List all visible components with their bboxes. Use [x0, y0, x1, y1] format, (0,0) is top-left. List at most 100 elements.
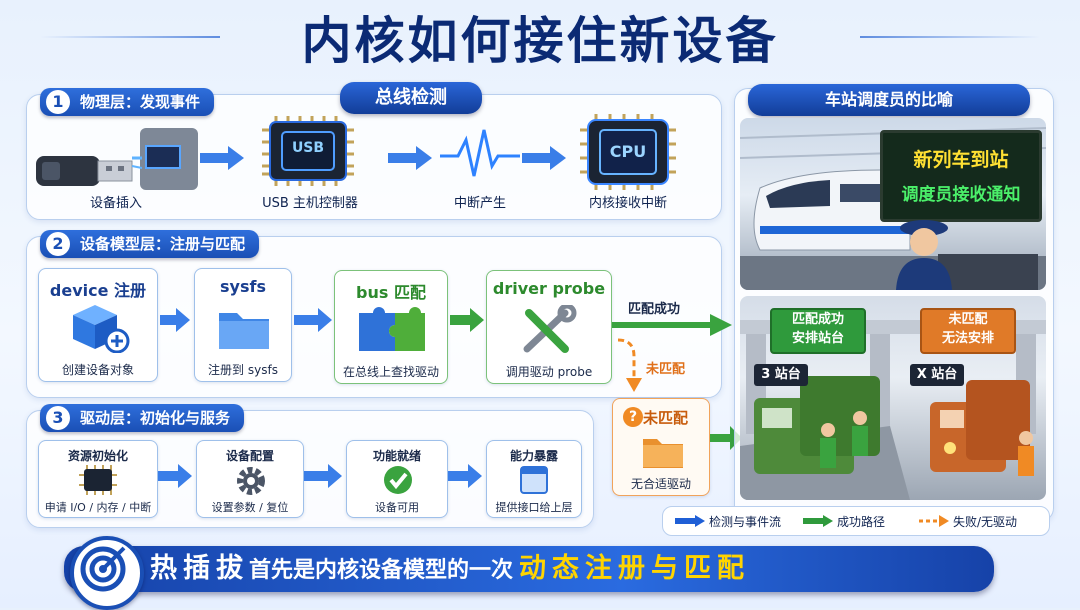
station-scene: 新列车到站 调度员接收通知	[740, 118, 1046, 290]
capability-expose-caption: 提供接口给上层	[495, 501, 573, 514]
section1-label: 1 物理层：发现事件	[40, 88, 215, 116]
arrow-right-icon	[158, 464, 192, 488]
section2-label-text: 设备模型层：注册与匹配	[80, 235, 246, 253]
device-config-card: 设备配置 设置参数 / 复位	[196, 440, 304, 518]
fail-sign-line2: 无法安排	[941, 331, 994, 346]
platform-x-sign: X 站台	[910, 364, 964, 386]
match-success-label: 匹配成功	[628, 302, 681, 317]
window-icon	[520, 466, 548, 494]
section2-number: 2	[46, 232, 70, 256]
section2-label: 2 设备模型层：注册与匹配	[40, 230, 260, 258]
legend-label-success: 成功路径	[837, 515, 886, 529]
device-insert-caption: 设备插入	[89, 196, 142, 211]
usb-chip-text: USB	[291, 140, 325, 156]
capability-expose-title: 能力暴露	[509, 449, 558, 463]
folder-icon	[219, 313, 269, 349]
bus-match-card: bus 匹配 在总线上查找驱动	[334, 270, 448, 384]
usb-chip-icon: USB	[258, 112, 358, 190]
dispatcher-icon	[896, 220, 1038, 290]
usb-controller-caption: USB 主机控制器	[262, 196, 358, 211]
question-folder-icon	[643, 439, 683, 468]
question-icon: ?	[623, 407, 643, 427]
fail-dashed-arrow-icon	[617, 338, 642, 392]
pulse-wave-icon	[440, 129, 520, 177]
gear-icon	[237, 467, 265, 495]
device-config-title: 设备配置	[225, 449, 274, 463]
board-line2: 调度员接收通知	[901, 185, 1021, 205]
device-register-caption: 创建设备对象	[61, 363, 134, 377]
ok-sign: 匹配成功 安排站台	[770, 308, 866, 354]
target-icon	[70, 536, 144, 610]
function-ready-caption: 设备可用	[375, 501, 419, 514]
summary-highlight: 动态注册与匹配	[519, 553, 751, 584]
cpu-chip-icon: CPU	[576, 112, 680, 192]
fail-sign-line1: 未匹配	[948, 312, 988, 327]
match-fail-label: 未匹配	[646, 362, 686, 377]
puzzle-icon	[359, 307, 425, 351]
title-deco-left	[40, 36, 220, 38]
page-title: 内核如何接住新设备	[301, 12, 779, 70]
chip-icon	[79, 465, 117, 495]
driver-probe-title: driver probe	[492, 279, 606, 298]
fail-sign: 未匹配 无法安排	[920, 308, 1016, 354]
ok-sign-line2: 安排站台	[791, 331, 844, 346]
legend-label-detect: 检测与事件流	[709, 515, 782, 529]
summary-lead: 热插拔	[150, 553, 249, 584]
device-register-card: device 注册 创建设备对象	[38, 268, 158, 382]
section1-label-text: 物理层：发现事件	[80, 93, 201, 111]
arrow-right-green-icon	[450, 308, 484, 332]
unmatched-caption: 无合适驱动	[630, 477, 691, 491]
legend-blue-arrow-icon	[675, 515, 705, 527]
driver-probe-caption: 调用驱动 probe	[505, 365, 593, 379]
resource-init-card: 资源初始化 申请 I/O / 内存 / 中断	[38, 440, 158, 518]
arrow-right-icon	[388, 146, 432, 170]
announcement-board: 新列车到站 调度员接收通知	[880, 130, 1042, 222]
bus-match-title: bus 匹配	[356, 283, 426, 302]
cpu-chip-text: CPU	[609, 142, 647, 161]
usb-stick-icon	[36, 128, 200, 190]
cube-add-icon	[73, 305, 130, 353]
arrow-right-icon	[448, 464, 482, 488]
arrow-right-icon	[294, 308, 332, 332]
legend-orange-dashed-arrow-icon	[919, 515, 949, 527]
legend: 检测与事件流 成功路径 失败/无驱动	[662, 506, 1050, 536]
driver-probe-card: driver probe 调用驱动 probe	[486, 270, 612, 384]
resource-init-caption: 申请 I/O / 内存 / 中断	[44, 501, 152, 514]
section3-label-text: 驱动层：初始化与服务	[80, 409, 231, 427]
arrow-right-icon	[200, 146, 244, 170]
device-register-title: device 注册	[49, 281, 147, 300]
ok-sign-line1: 匹配成功	[791, 312, 844, 327]
check-icon	[384, 466, 412, 494]
bus-detect-pill: 总线检测	[340, 82, 482, 114]
arrow-right-icon	[304, 464, 342, 488]
arrow-right-icon	[160, 308, 190, 332]
summary-banner	[64, 546, 994, 592]
success-arrow-icon	[612, 314, 732, 336]
tools-icon	[523, 305, 577, 353]
sysfs-caption: 注册到 sysfs	[208, 363, 278, 377]
summary-text: 热插拔首先是内核设备模型的一次动态注册与匹配	[150, 548, 990, 590]
capability-expose-card: 能力暴露 提供接口给上层	[486, 440, 582, 518]
platform-scene: 匹配成功 安排站台 未匹配 无法安排 3 站台 X 站台	[740, 296, 1046, 500]
bus-match-caption: 在总线上查找驱动	[342, 365, 439, 379]
device-config-caption: 设置参数 / 复位	[211, 501, 289, 514]
unmatched-card: ? 未匹配 无合适驱动	[612, 398, 710, 496]
unmatched-title: 未匹配	[643, 409, 689, 427]
analogy-title: 车站调度员的比喻	[748, 84, 1030, 116]
platform-3-sign: 3 站台	[754, 364, 808, 386]
function-ready-title: 功能就绪	[372, 449, 421, 463]
sysfs-card: sysfs 注册到 sysfs	[194, 268, 292, 382]
sysfs-title: sysfs	[220, 277, 266, 296]
board-line1: 新列车到站	[913, 149, 1009, 171]
legend-label-fail: 失败/无驱动	[953, 515, 1018, 529]
kernel-receive-caption: 内核接收中断	[588, 196, 667, 211]
arrow-right-icon	[522, 146, 566, 170]
legend-green-arrow-icon	[803, 515, 833, 527]
function-ready-card: 功能就绪 设备可用	[346, 440, 448, 518]
interrupt-caption: 中断产生	[453, 196, 506, 211]
section1-number: 1	[46, 90, 70, 114]
summary-middle: 首先是内核设备模型的一次	[249, 558, 514, 583]
resource-init-title: 资源初始化	[67, 449, 128, 463]
section3-number: 3	[46, 406, 70, 430]
section3-label: 3 驱动层：初始化与服务	[40, 404, 245, 432]
